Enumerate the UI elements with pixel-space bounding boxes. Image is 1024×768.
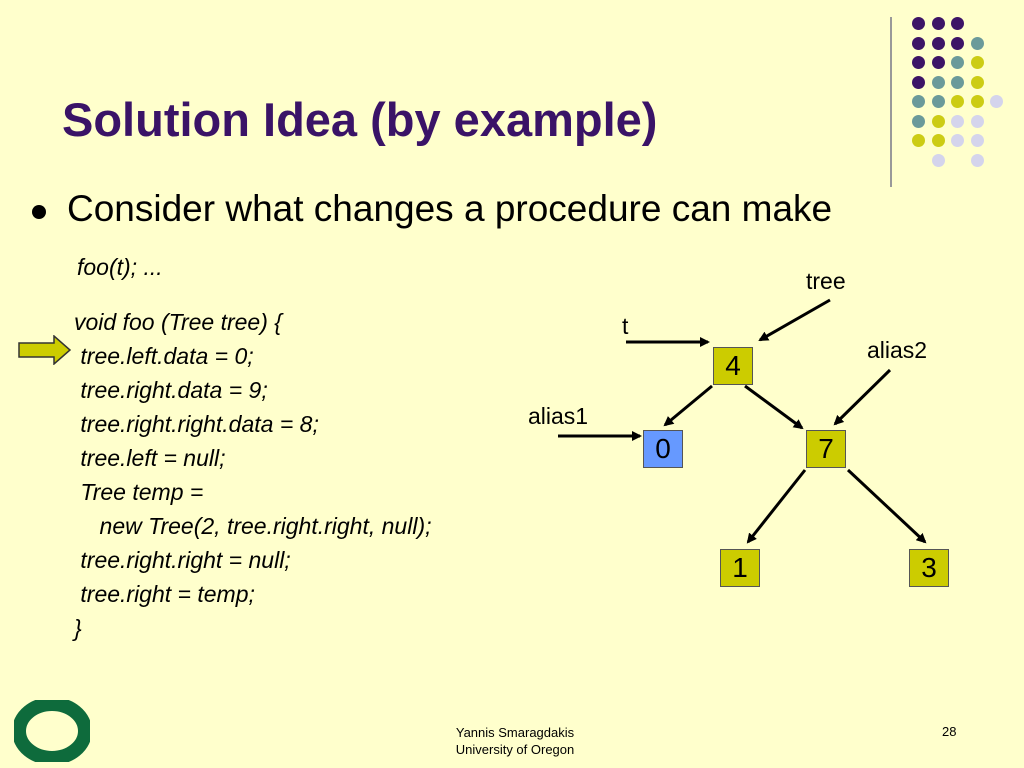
pointer-arrow-tree bbox=[758, 298, 831, 342]
decorative-dot bbox=[912, 134, 925, 147]
tree-node-1: 1 bbox=[720, 549, 760, 587]
decorative-dot bbox=[931, 153, 945, 167]
page-number: 28 bbox=[942, 724, 957, 739]
decorative-dot bbox=[912, 17, 925, 30]
slide-title: Solution Idea (by example) bbox=[62, 93, 658, 146]
pointer-label-alias1: alias1 bbox=[528, 403, 589, 429]
bullet-text: Consider what changes a procedure can ma… bbox=[67, 188, 833, 229]
decorative-dot bbox=[912, 75, 925, 89]
footer-credit: Yannis Smaragdakis University of Oregon bbox=[420, 724, 610, 758]
edge-7-to-1 bbox=[746, 469, 807, 544]
decorative-dot bbox=[931, 36, 945, 50]
code-line: void foo (Tree tree) { bbox=[74, 309, 282, 335]
decorative-dot bbox=[931, 56, 945, 69]
code-line: Tree temp = bbox=[74, 479, 204, 505]
pointer-label-tree: tree bbox=[806, 268, 846, 294]
decorative-dot bbox=[970, 153, 984, 167]
call-line: foo(t); ... bbox=[77, 254, 163, 280]
code-line: tree.right.right.data = 8; bbox=[74, 411, 319, 437]
code-line: tree.right = temp; bbox=[74, 581, 255, 607]
pointer-label-alias2: alias2 bbox=[867, 337, 928, 363]
edge-4-to-7 bbox=[744, 384, 804, 430]
tree-node-3: 3 bbox=[909, 549, 949, 587]
decorative-divider-line bbox=[890, 17, 892, 187]
code-block: void foo (Tree tree) { tree.left.data = … bbox=[74, 305, 432, 645]
decorative-dot bbox=[970, 36, 984, 50]
edge-4-to-0 bbox=[663, 384, 713, 427]
code-line: new Tree(2, tree.right.right, null); bbox=[74, 513, 432, 539]
pointer-label-t: t bbox=[622, 313, 629, 339]
bullet-icon bbox=[32, 205, 46, 219]
decorative-dot bbox=[951, 95, 964, 108]
decorative-dot bbox=[931, 17, 945, 30]
decorative-dot bbox=[951, 56, 964, 69]
decorative-dot bbox=[912, 95, 925, 108]
decorative-dot bbox=[931, 134, 945, 147]
tree-node-4: 4 bbox=[713, 347, 753, 385]
tree-node-7: 7 bbox=[806, 430, 846, 468]
current-line-arrow-icon bbox=[18, 335, 72, 365]
tree-node-0: 0 bbox=[643, 430, 683, 468]
code-line: } bbox=[74, 615, 82, 641]
decorative-dot bbox=[931, 75, 945, 89]
pointer-arrow-alias2 bbox=[833, 368, 892, 426]
decorative-dot bbox=[970, 56, 984, 69]
code-line: tree.right.data = 9; bbox=[74, 377, 268, 403]
decorative-dot bbox=[951, 134, 964, 147]
footer-institution: University of Oregon bbox=[455, 742, 575, 757]
decorative-dot bbox=[970, 95, 984, 108]
decorative-dot bbox=[931, 95, 945, 108]
decorative-dot bbox=[970, 134, 984, 147]
decorative-dot bbox=[970, 114, 984, 128]
decorative-dot bbox=[990, 95, 1003, 108]
decorative-dot bbox=[951, 36, 964, 50]
decorative-dot bbox=[912, 56, 925, 69]
decorative-dot bbox=[970, 75, 984, 89]
code-line: tree.left.data = 0; bbox=[74, 343, 254, 369]
decorative-dot bbox=[951, 114, 964, 128]
university-logo bbox=[14, 700, 90, 762]
decorative-dot bbox=[912, 36, 925, 50]
decorative-dot bbox=[912, 114, 925, 128]
code-line: tree.right.right = null; bbox=[74, 547, 291, 573]
decorative-dot bbox=[931, 114, 945, 128]
edge-7-to-3 bbox=[846, 468, 927, 544]
decorative-dot bbox=[951, 17, 964, 30]
decorative-dot bbox=[951, 75, 964, 89]
code-line: tree.left = null; bbox=[74, 445, 226, 471]
footer-author: Yannis Smaragdakis bbox=[455, 725, 575, 740]
